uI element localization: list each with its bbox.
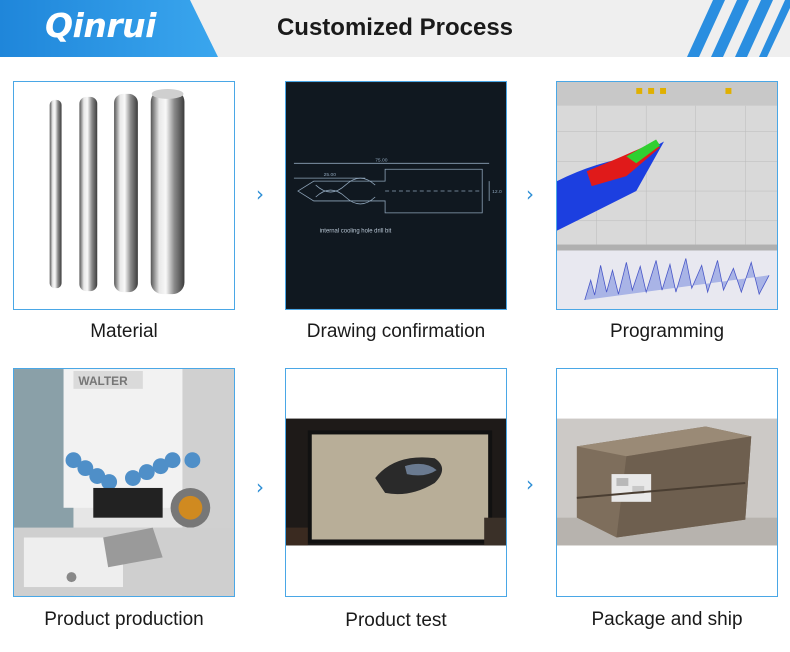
next-arrow-icon: › <box>256 475 264 499</box>
drawing-caption: internal cooling hole drill bit <box>320 229 392 235</box>
step-label-test: Product test <box>345 610 447 631</box>
page-title: Customized Process <box>276 14 514 41</box>
production-image: WALTER <box>13 368 235 597</box>
step-label-package: Package and ship <box>591 609 743 630</box>
drawing-dim-flute: 25.00 <box>324 172 337 178</box>
step-label-material: Material <box>90 321 158 342</box>
next-arrow-icon: › <box>256 182 264 206</box>
drawing-dim-total: 75.00 <box>375 157 388 163</box>
brand-logo: Qinrui <box>45 6 156 45</box>
programming-image <box>556 81 778 310</box>
brand-banner <box>0 0 218 57</box>
test-image <box>285 368 507 597</box>
step-label-drawing: Drawing confirmation <box>306 321 486 342</box>
decorative-stripes-icon <box>687 0 790 57</box>
page-header: Qinrui Customized Process <box>0 0 790 57</box>
drawing-dim-diameter: 12.0 <box>492 189 502 195</box>
material-image <box>13 81 235 310</box>
step-label-programming: Programming <box>609 321 725 342</box>
svg-text:WALTER: WALTER <box>78 374 128 388</box>
package-image <box>556 368 778 597</box>
next-arrow-icon: › <box>526 182 534 206</box>
next-arrow-icon: › <box>526 472 534 496</box>
drawing-image: 75.00 25.00 12.0 internal cooling hole d… <box>285 81 507 310</box>
step-label-production: Product production <box>44 609 204 630</box>
